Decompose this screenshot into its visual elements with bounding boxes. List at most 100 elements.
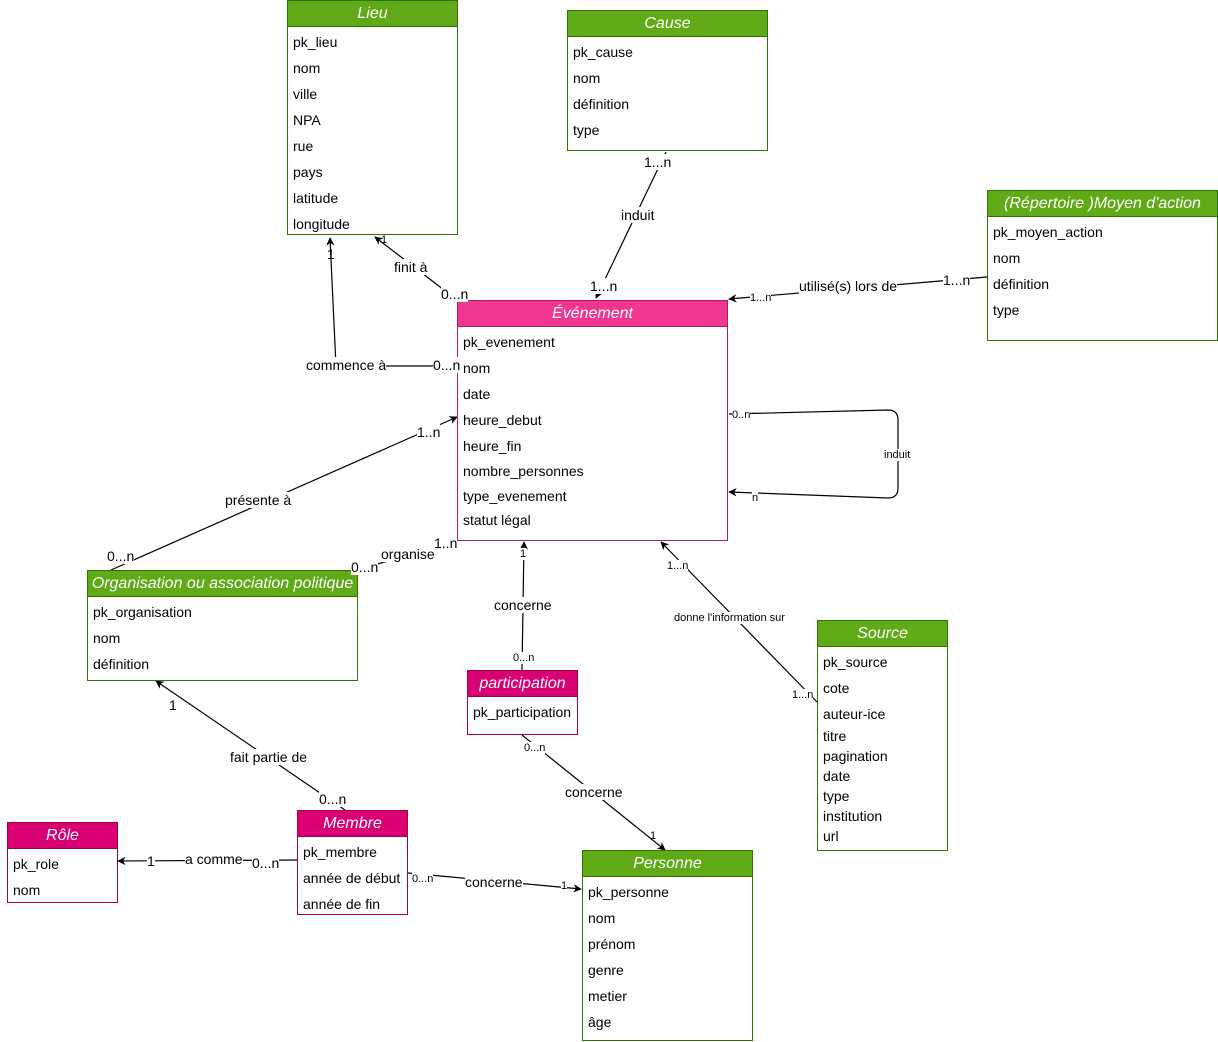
attr-nom: nom [993, 250, 1021, 266]
attr-titre: titre [823, 728, 847, 744]
card-fait-partie-from: 0...n [319, 791, 347, 807]
attr-type: type [993, 302, 1020, 318]
attr-heure-fin: heure_fin [463, 438, 522, 454]
attr-longitude: longitude [293, 216, 350, 232]
attr-pays: pays [293, 164, 323, 180]
card-organise-from: 0...n [351, 559, 379, 575]
relation-label-organise: organise [381, 546, 435, 562]
attr-statut-legal: statut légal [463, 512, 531, 528]
entity-membre-title: Membre [298, 811, 407, 837]
attr-nom: nom [573, 70, 601, 86]
relation-label-a-comme: a comme [185, 851, 243, 867]
edge-commence-a [326, 237, 457, 367]
attr-institution: institution [823, 808, 883, 824]
entity-lieu[interactable]: Lieu pk_lieu nom ville NPA rue pays lati… [287, 0, 458, 235]
entity-personne-title: Personne [583, 851, 752, 877]
entity-evenement-title: Événement [458, 301, 727, 327]
attr-rue: rue [293, 138, 314, 154]
attr-definition: définition [93, 656, 150, 672]
attr-pagination: pagination [823, 748, 888, 764]
entity-participation[interactable]: participation pk_participation [467, 670, 578, 735]
entity-role[interactable]: Rôle pk_role nom [7, 822, 118, 903]
entity-participation-title: participation [468, 671, 577, 697]
attr-pk-moyen-action: pk_moyen_action [993, 224, 1103, 240]
attr-nom: nom [463, 360, 491, 376]
attr-pk-lieu: pk_lieu [293, 34, 338, 50]
relation-label-cause-induit: induit [621, 207, 655, 223]
attr-type: type [823, 788, 850, 804]
relation-label-fait-partie: fait partie de [230, 749, 308, 765]
card-fait-partie-to: 1 [169, 697, 177, 713]
relation-label-utilise: utilisé(s) lors de [799, 278, 898, 294]
attr-type: type [573, 122, 600, 138]
attr-metier: metier [588, 988, 627, 1004]
attr-date: date [463, 386, 491, 402]
entity-lieu-title: Lieu [288, 1, 457, 27]
attr-definition: définition [573, 96, 630, 112]
attr-age: âge [588, 1014, 612, 1030]
card-donne-info-to: 1...n [667, 560, 689, 572]
attr-type-evenement: type_evenement [463, 488, 567, 504]
card-presente-a-to: 1..n [417, 424, 441, 440]
attr-annee-fin: année de fin [303, 896, 381, 912]
relation-label-presente-a: présente à [225, 492, 292, 508]
attr-nom: nom [293, 60, 321, 76]
attr-ville: ville [293, 86, 318, 102]
card-commence-a-from: 0...n [433, 357, 461, 373]
edge-self-induit [728, 409, 899, 499]
card-cause-induit-to: 1...n [590, 278, 618, 294]
entity-source[interactable]: Source pk_source cote auteur-ice titre p… [817, 620, 948, 851]
attr-pk-participation: pk_participation [473, 704, 572, 720]
attr-nom: nom [93, 630, 121, 646]
relation-label-concerne-personne: concerne [565, 784, 623, 800]
card-membre-concerne-from: 0...n [412, 873, 434, 885]
attr-pk-cause: pk_cause [573, 44, 633, 60]
attr-npa: NPA [293, 112, 321, 128]
attr-prenom: prénom [588, 936, 636, 952]
entity-organisation[interactable]: Organisation ou association politique pk… [87, 570, 358, 681]
card-concerne-personne-from: 0...n [524, 742, 546, 754]
card-presente-a-from: 0...n [107, 548, 135, 564]
attr-pk-personne: pk_personne [588, 884, 669, 900]
relation-label-concerne-evt: concerne [494, 597, 552, 613]
relation-label-membre-concerne: concerne [465, 874, 523, 890]
relation-label-donne-info: donne l'information sur [674, 612, 785, 624]
entity-moyen-action[interactable]: (Répertoire )Moyen d'action pk_moyen_act… [987, 190, 1218, 341]
card-cause-induit-from: 1...n [644, 154, 672, 170]
attr-nom: nom [588, 910, 616, 926]
attr-url: url [823, 828, 839, 844]
card-organise-to: 1..n [434, 535, 458, 551]
attr-pk-source: pk_source [823, 654, 888, 670]
card-self-induit-to: n [752, 492, 759, 504]
attr-definition: définition [993, 276, 1050, 292]
entity-membre[interactable]: Membre pk_membre année de début année de… [297, 810, 408, 915]
card-utilise-to: 1...n [750, 292, 772, 304]
card-self-induit-from: 0..n [732, 409, 751, 421]
edge-fait-partie [155, 680, 346, 811]
entity-personne[interactable]: Personne pk_personne nom prénom genre me… [582, 850, 753, 1041]
attr-nombre-personnes: nombre_personnes [463, 463, 584, 479]
card-concerne-evt-from: 0...n [513, 652, 535, 664]
attr-pk-organisation: pk_organisation [93, 604, 192, 620]
attr-heure-debut: heure_debut [463, 412, 542, 428]
card-finit-a-from: 0...n [441, 286, 469, 302]
card-concerne-evt-to: 1 [520, 548, 527, 560]
card-concerne-personne-to: 1 [650, 830, 657, 842]
attr-date: date [823, 768, 851, 784]
card-finit-a-to: 1 [381, 234, 388, 246]
entity-organisation-title: Organisation ou association politique [88, 571, 357, 597]
attr-genre: genre [588, 962, 624, 978]
card-a-comme-from: 0...n [252, 855, 280, 871]
entity-cause[interactable]: Cause pk_cause nom définition type [567, 10, 768, 151]
entity-moyen-action-title: (Répertoire )Moyen d'action [988, 191, 1217, 217]
card-membre-concerne-to: 1 [561, 880, 568, 892]
attr-auteur-ice: auteur-ice [823, 706, 886, 722]
attr-cote: cote [823, 680, 850, 696]
entity-evenement[interactable]: Événement pk_evenement nom date heure_de… [457, 300, 728, 541]
relation-label-self-induit: induit [884, 449, 911, 461]
attr-latitude: latitude [293, 190, 339, 206]
relation-label-finit-a: finit à [394, 259, 428, 275]
edge-cause-induit [595, 151, 667, 299]
card-commence-a-to: 1 [327, 246, 335, 262]
